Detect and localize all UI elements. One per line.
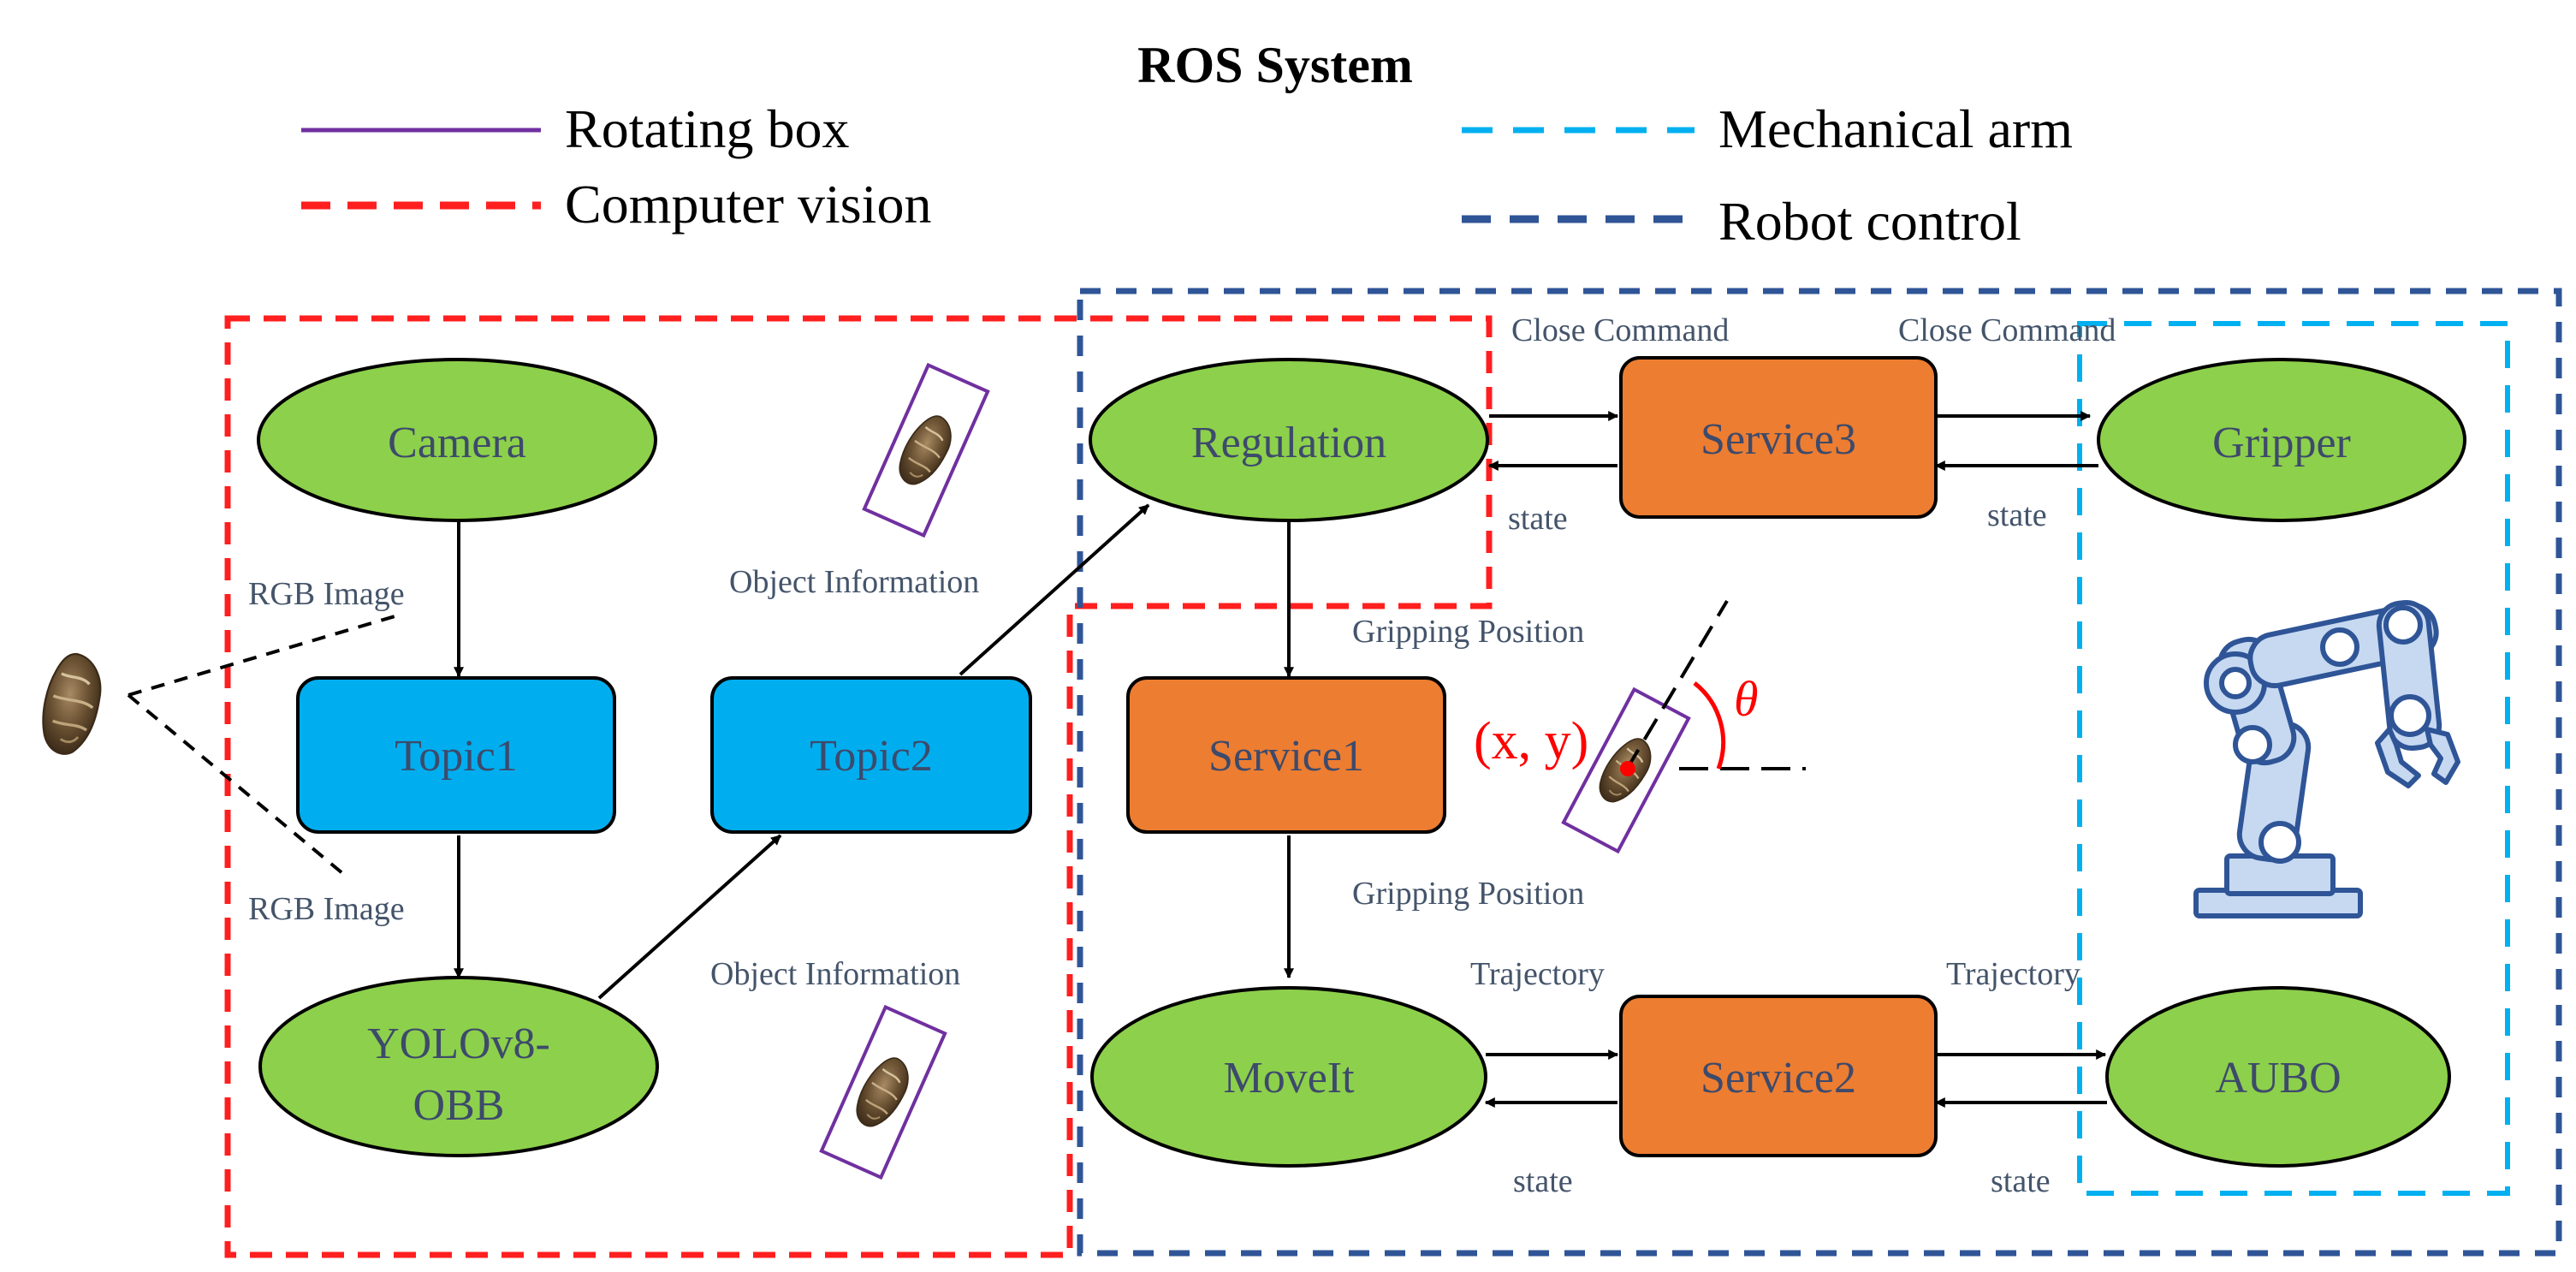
- node-camera: Camera: [257, 358, 657, 522]
- label-coord: (x, y): [1474, 712, 1588, 770]
- node-moveit-label: MoveIt: [1223, 1054, 1355, 1103]
- node-service1: Service1: [1126, 676, 1446, 834]
- mechanical-arm-region: [2077, 321, 2510, 1196]
- legend-rotating-box-label: Rotating box: [565, 98, 849, 159]
- connections: [454, 411, 2107, 1108]
- label-trajectory-left: Trajectory: [1470, 956, 1605, 992]
- node-service3: Service3: [1619, 356, 1938, 519]
- diagram-title: ROS System: [1137, 37, 1413, 93]
- gripper-jaw-left: [2375, 727, 2421, 788]
- node-camera-label: Camera: [388, 419, 526, 467]
- grip-pose-annotation: (x, y) θ: [1474, 599, 1806, 854]
- node-service1-label: Service1: [1208, 732, 1364, 781]
- node-yolo-label-line2: OBB: [413, 1081, 505, 1130]
- node-yolo-label-line1: YOLOv8-: [367, 1019, 550, 1068]
- node-topic2: Topic2: [710, 676, 1032, 834]
- label-rgb-image-top: RGB Image: [248, 576, 405, 612]
- label-state-regulation: state: [1508, 501, 1568, 537]
- rotating-box-object-pose: [1561, 687, 1691, 854]
- node-regulation: Regulation: [1089, 358, 1489, 522]
- edge-labels: RGB Image RGB Image Object Information O…: [248, 312, 2116, 1199]
- label-close-command-right: Close Command: [1898, 312, 2116, 348]
- label-gripping-position-top: Gripping Position: [1352, 614, 1584, 650]
- oyster-icon: [38, 650, 106, 759]
- node-yolov8-obb: YOLOv8- OBB: [258, 976, 659, 1157]
- node-aubo-label: AUBO: [2215, 1054, 2341, 1103]
- legend: Rotating box Computer vision Mechanical …: [301, 98, 2073, 252]
- legend-mechanical-arm-label: Mechanical arm: [1718, 98, 2073, 159]
- arrow-topic2-regulation: [959, 503, 1150, 676]
- grip-center-point: [1620, 761, 1635, 776]
- node-topic1: Topic1: [296, 676, 616, 834]
- node-gripper: Gripper: [2097, 358, 2466, 522]
- node-topic2-label: Topic2: [810, 732, 933, 781]
- node-service2: Service2: [1619, 995, 1938, 1157]
- arrow-yolo-topic2: [597, 834, 782, 1000]
- robot-control-region: [1077, 288, 2562, 1257]
- node-gripper-label: Gripper: [2212, 419, 2351, 467]
- label-close-command-left: Close Command: [1511, 312, 1729, 348]
- node-aubo: AUBO: [2105, 986, 2451, 1168]
- label-state-aubo: state: [1991, 1163, 2051, 1199]
- label-trajectory-right: Trajectory: [1946, 956, 2080, 992]
- label-theta: θ: [1734, 671, 1759, 727]
- rotating-box-object-top: [862, 362, 990, 538]
- rotating-box-object-bottom: [819, 1004, 947, 1180]
- node-moveit: MoveIt: [1090, 986, 1487, 1168]
- theta-arc: [1693, 681, 1726, 770]
- label-rgb-image-bottom: RGB Image: [248, 891, 405, 927]
- node-service2-label: Service2: [1701, 1054, 1856, 1103]
- node-topic1-label: Topic1: [395, 732, 518, 781]
- gripper-jaw-right: [2425, 727, 2460, 785]
- label-state-moveit: state: [1513, 1163, 1573, 1199]
- node-service3-label: Service3: [1701, 415, 1856, 464]
- legend-robot-control-label: Robot control: [1718, 191, 2021, 252]
- legend-computer-vision-label: Computer vision: [565, 174, 931, 235]
- label-state-gripper: state: [1987, 497, 2047, 533]
- robot-arm-icon: [2193, 600, 2460, 918]
- pose-axis-line: [1624, 599, 1729, 772]
- label-gripping-position-bottom: Gripping Position: [1352, 876, 1584, 912]
- computer-vision-region: [224, 315, 1493, 1258]
- label-object-info-top: Object Information: [729, 564, 979, 600]
- label-object-info-bottom: Object Information: [710, 956, 960, 992]
- node-regulation-label: Regulation: [1191, 419, 1386, 467]
